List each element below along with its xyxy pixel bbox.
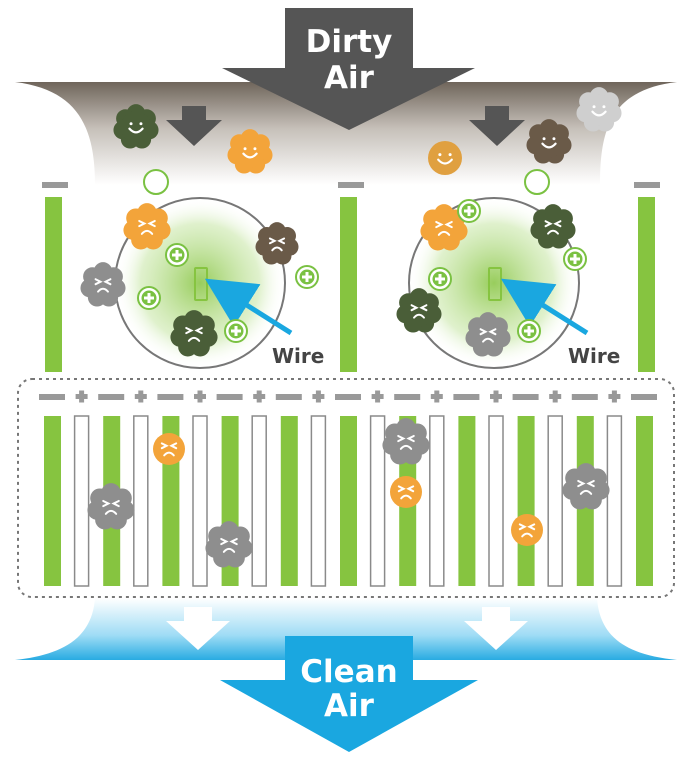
down-arrow-icon <box>166 106 222 146</box>
dirty-air-arrow <box>222 8 475 130</box>
plus-icon <box>295 265 319 289</box>
angry-particle-icon <box>562 463 610 510</box>
plus-icon <box>253 390 266 403</box>
collector-plate <box>638 197 655 372</box>
angry-particle-icon <box>390 476 422 508</box>
angry-particle-icon <box>396 288 442 333</box>
happy-particle-icon <box>576 87 622 132</box>
wire-label-right: Wire <box>568 344 620 368</box>
plus-icon <box>224 319 248 343</box>
plus-icon <box>312 390 325 403</box>
minus-icon <box>512 394 539 400</box>
minus-icon <box>39 394 65 400</box>
plus-icon <box>428 267 452 291</box>
angry-particle-icon <box>87 483 135 530</box>
plus-icon <box>371 390 384 403</box>
clean-air-zone <box>15 598 677 660</box>
collector-plate <box>280 416 298 586</box>
wire-pointer <box>500 278 589 336</box>
angry-particle-icon <box>153 433 185 465</box>
clean-air-label-line2: Air <box>324 688 375 724</box>
angry-particle-icon <box>123 203 171 250</box>
minus-icon <box>335 394 361 400</box>
minus-icon <box>98 394 125 400</box>
plus-icon <box>165 243 189 267</box>
collector-plate <box>44 416 61 586</box>
collector-plate <box>340 197 357 372</box>
repeller-plate <box>547 415 563 587</box>
plus-icon <box>490 390 502 403</box>
plus-icon <box>563 247 587 271</box>
collector-plate <box>340 416 357 586</box>
happy-particle-icon <box>227 129 273 174</box>
neutral-ion-icon <box>143 169 169 195</box>
minus-icon <box>157 394 184 400</box>
wire-pointer <box>204 278 293 336</box>
down-arrow-icon <box>469 106 525 146</box>
plus-icon <box>517 319 541 343</box>
angry-particle-icon <box>420 204 468 251</box>
plus-icon <box>134 390 147 403</box>
plus-icon <box>194 390 206 403</box>
angry-particle-icon <box>382 418 430 465</box>
clean-air-arrow <box>220 636 478 752</box>
neutral-ion-icon <box>524 169 550 195</box>
particles-layer <box>80 87 622 568</box>
repeller-plate <box>133 415 149 587</box>
dirty-air-label-line1: Dirty <box>306 24 393 60</box>
angry-particle-icon <box>255 222 299 265</box>
repeller-plate <box>369 415 386 587</box>
minus-icon <box>634 182 660 188</box>
angry-particle-icon <box>530 204 576 249</box>
minus-icon <box>42 182 68 188</box>
plus-icon <box>549 390 562 403</box>
angry-particle-icon <box>80 262 126 307</box>
down-arrow-icon <box>464 607 528 650</box>
collector-plate <box>458 416 476 586</box>
collection-stage-frame <box>17 378 675 598</box>
minus-icon <box>631 394 657 400</box>
plus-icon <box>430 390 443 403</box>
repeller-plate <box>251 415 267 587</box>
minus-icon <box>394 394 421 400</box>
angry-particle-icon <box>511 514 543 546</box>
clean-air-label-line1: Clean <box>300 654 397 690</box>
collector-plate <box>45 197 62 372</box>
collector-plate <box>636 416 653 586</box>
collector-plate <box>517 416 535 586</box>
plus-icon <box>137 286 161 310</box>
plus-icon <box>457 199 481 223</box>
minus-icon <box>338 182 364 188</box>
repeller-plate <box>606 415 623 587</box>
dirty-air-zone <box>15 82 677 185</box>
happy-particle-icon <box>113 104 159 149</box>
wire-label-left: Wire <box>272 344 324 368</box>
minus-icon <box>453 394 480 400</box>
down-arrow-icon <box>166 607 230 650</box>
plus-icon <box>75 390 88 403</box>
repeller-plate <box>73 415 90 587</box>
repeller-plate <box>488 415 504 587</box>
plus-icon <box>608 390 621 403</box>
repeller-plate <box>310 415 327 587</box>
angry-particle-icon <box>465 312 511 357</box>
happy-particle-icon <box>428 141 462 175</box>
minus-icon <box>275 394 302 400</box>
minus-icon <box>571 394 598 400</box>
angry-particle-icon <box>205 521 253 568</box>
angry-particle-icon <box>170 310 218 357</box>
minus-icon <box>216 394 243 400</box>
happy-particle-icon <box>526 119 572 164</box>
repeller-plate <box>429 415 445 587</box>
repeller-plate <box>192 415 208 587</box>
dirty-air-label-line2: Air <box>324 60 375 96</box>
